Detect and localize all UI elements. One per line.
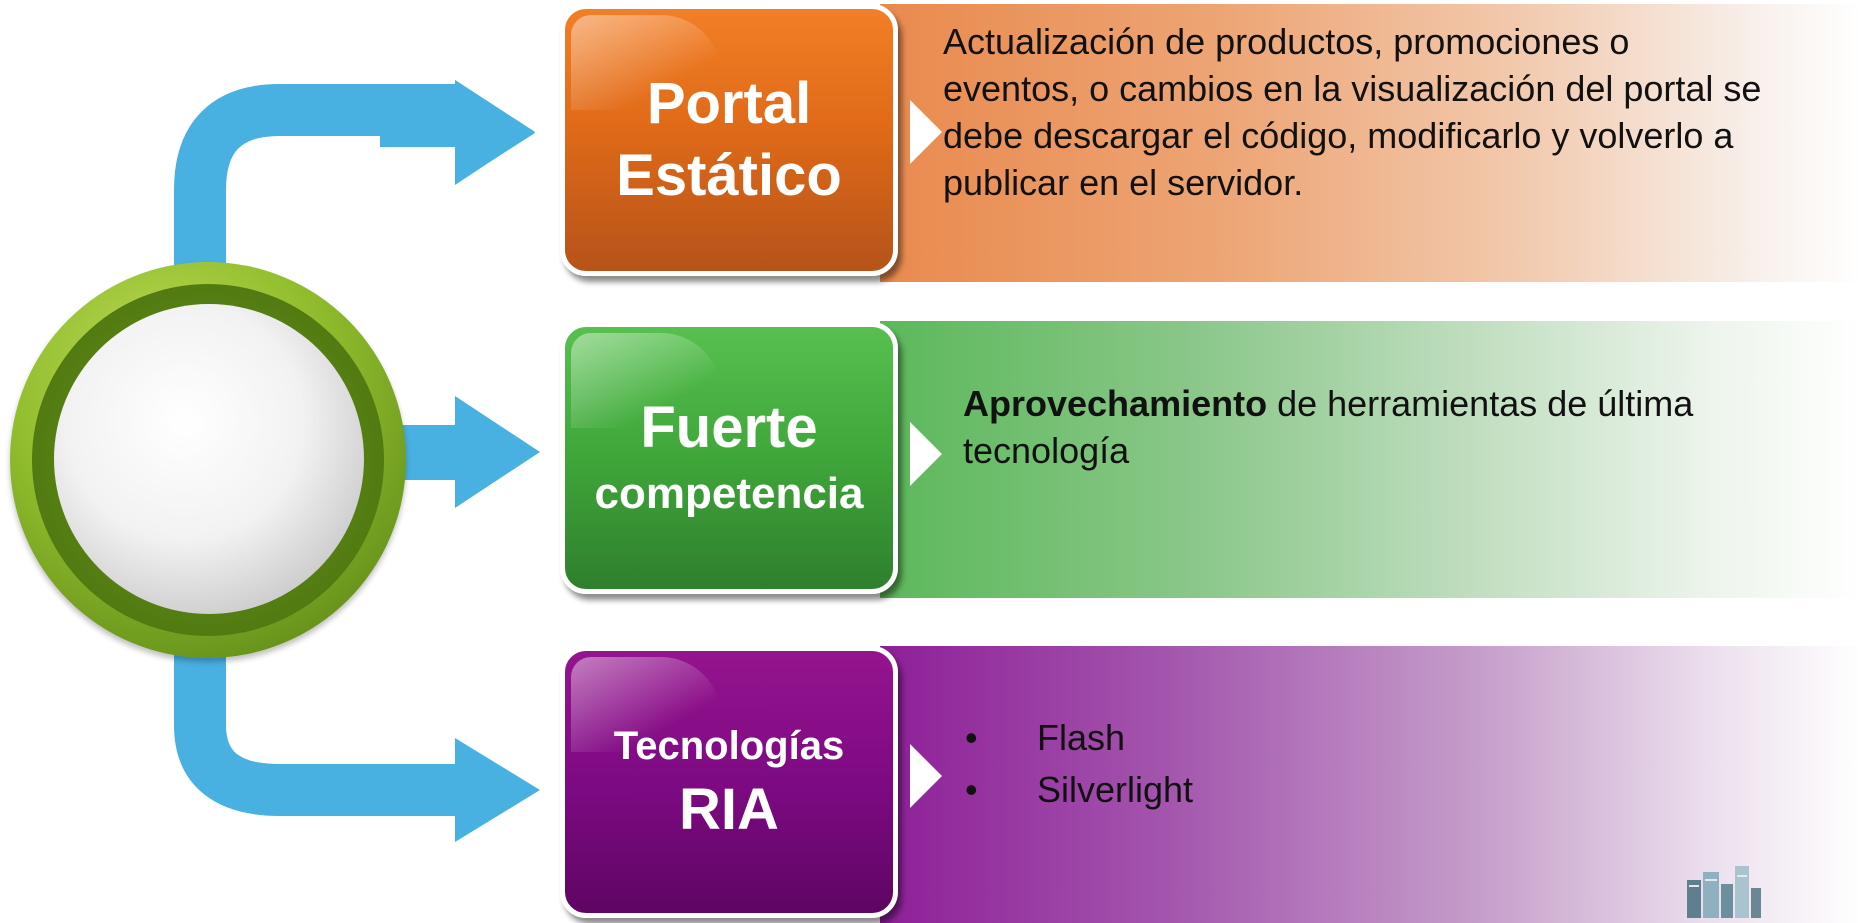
box-tecnologias-ria: Tecnologías RIA [560,646,898,918]
box-label-line-1: Portal [646,71,812,136]
chevron-right-icon [910,422,942,486]
bullet-list-ria: Flash Silverlight [965,712,1193,816]
box-label-line-1: Fuerte [640,395,818,460]
list-item: Flash [965,712,1193,764]
arrow-tip-middle [455,396,540,508]
box-fuerte-competencia: Fuerte competencia [560,322,898,594]
chevron-right-icon [910,744,942,808]
description-bold: Aprovechamiento [963,383,1268,424]
connector-bottom [174,640,460,816]
box-portal-estatico: Portal Estático [560,4,898,276]
description-rest: de herramientas de última tecnología [963,383,1694,471]
circle-hub-icon [54,304,364,614]
description-fuerte-competencia: Aprovechamiento de herramientas de últim… [963,380,1743,474]
box-label-line-2: Estático [616,143,842,208]
box-label-line-2: competencia [594,469,864,518]
arrow-tip-bottom [455,738,540,842]
box-label-line-2: RIA [679,777,779,842]
band-fuerte-competencia [880,321,1862,598]
description-portal-estatico: Actualización de productos, promociones … [943,21,1762,203]
band-portal-estatico [880,4,1862,282]
chevron-right-icon [910,100,942,164]
box-label-line-1: Tecnologías [613,724,845,768]
connector-top [174,84,460,270]
buildings-icon [1687,866,1761,918]
arrow-tip-top [455,82,535,184]
list-item: Silverlight [965,764,1193,816]
